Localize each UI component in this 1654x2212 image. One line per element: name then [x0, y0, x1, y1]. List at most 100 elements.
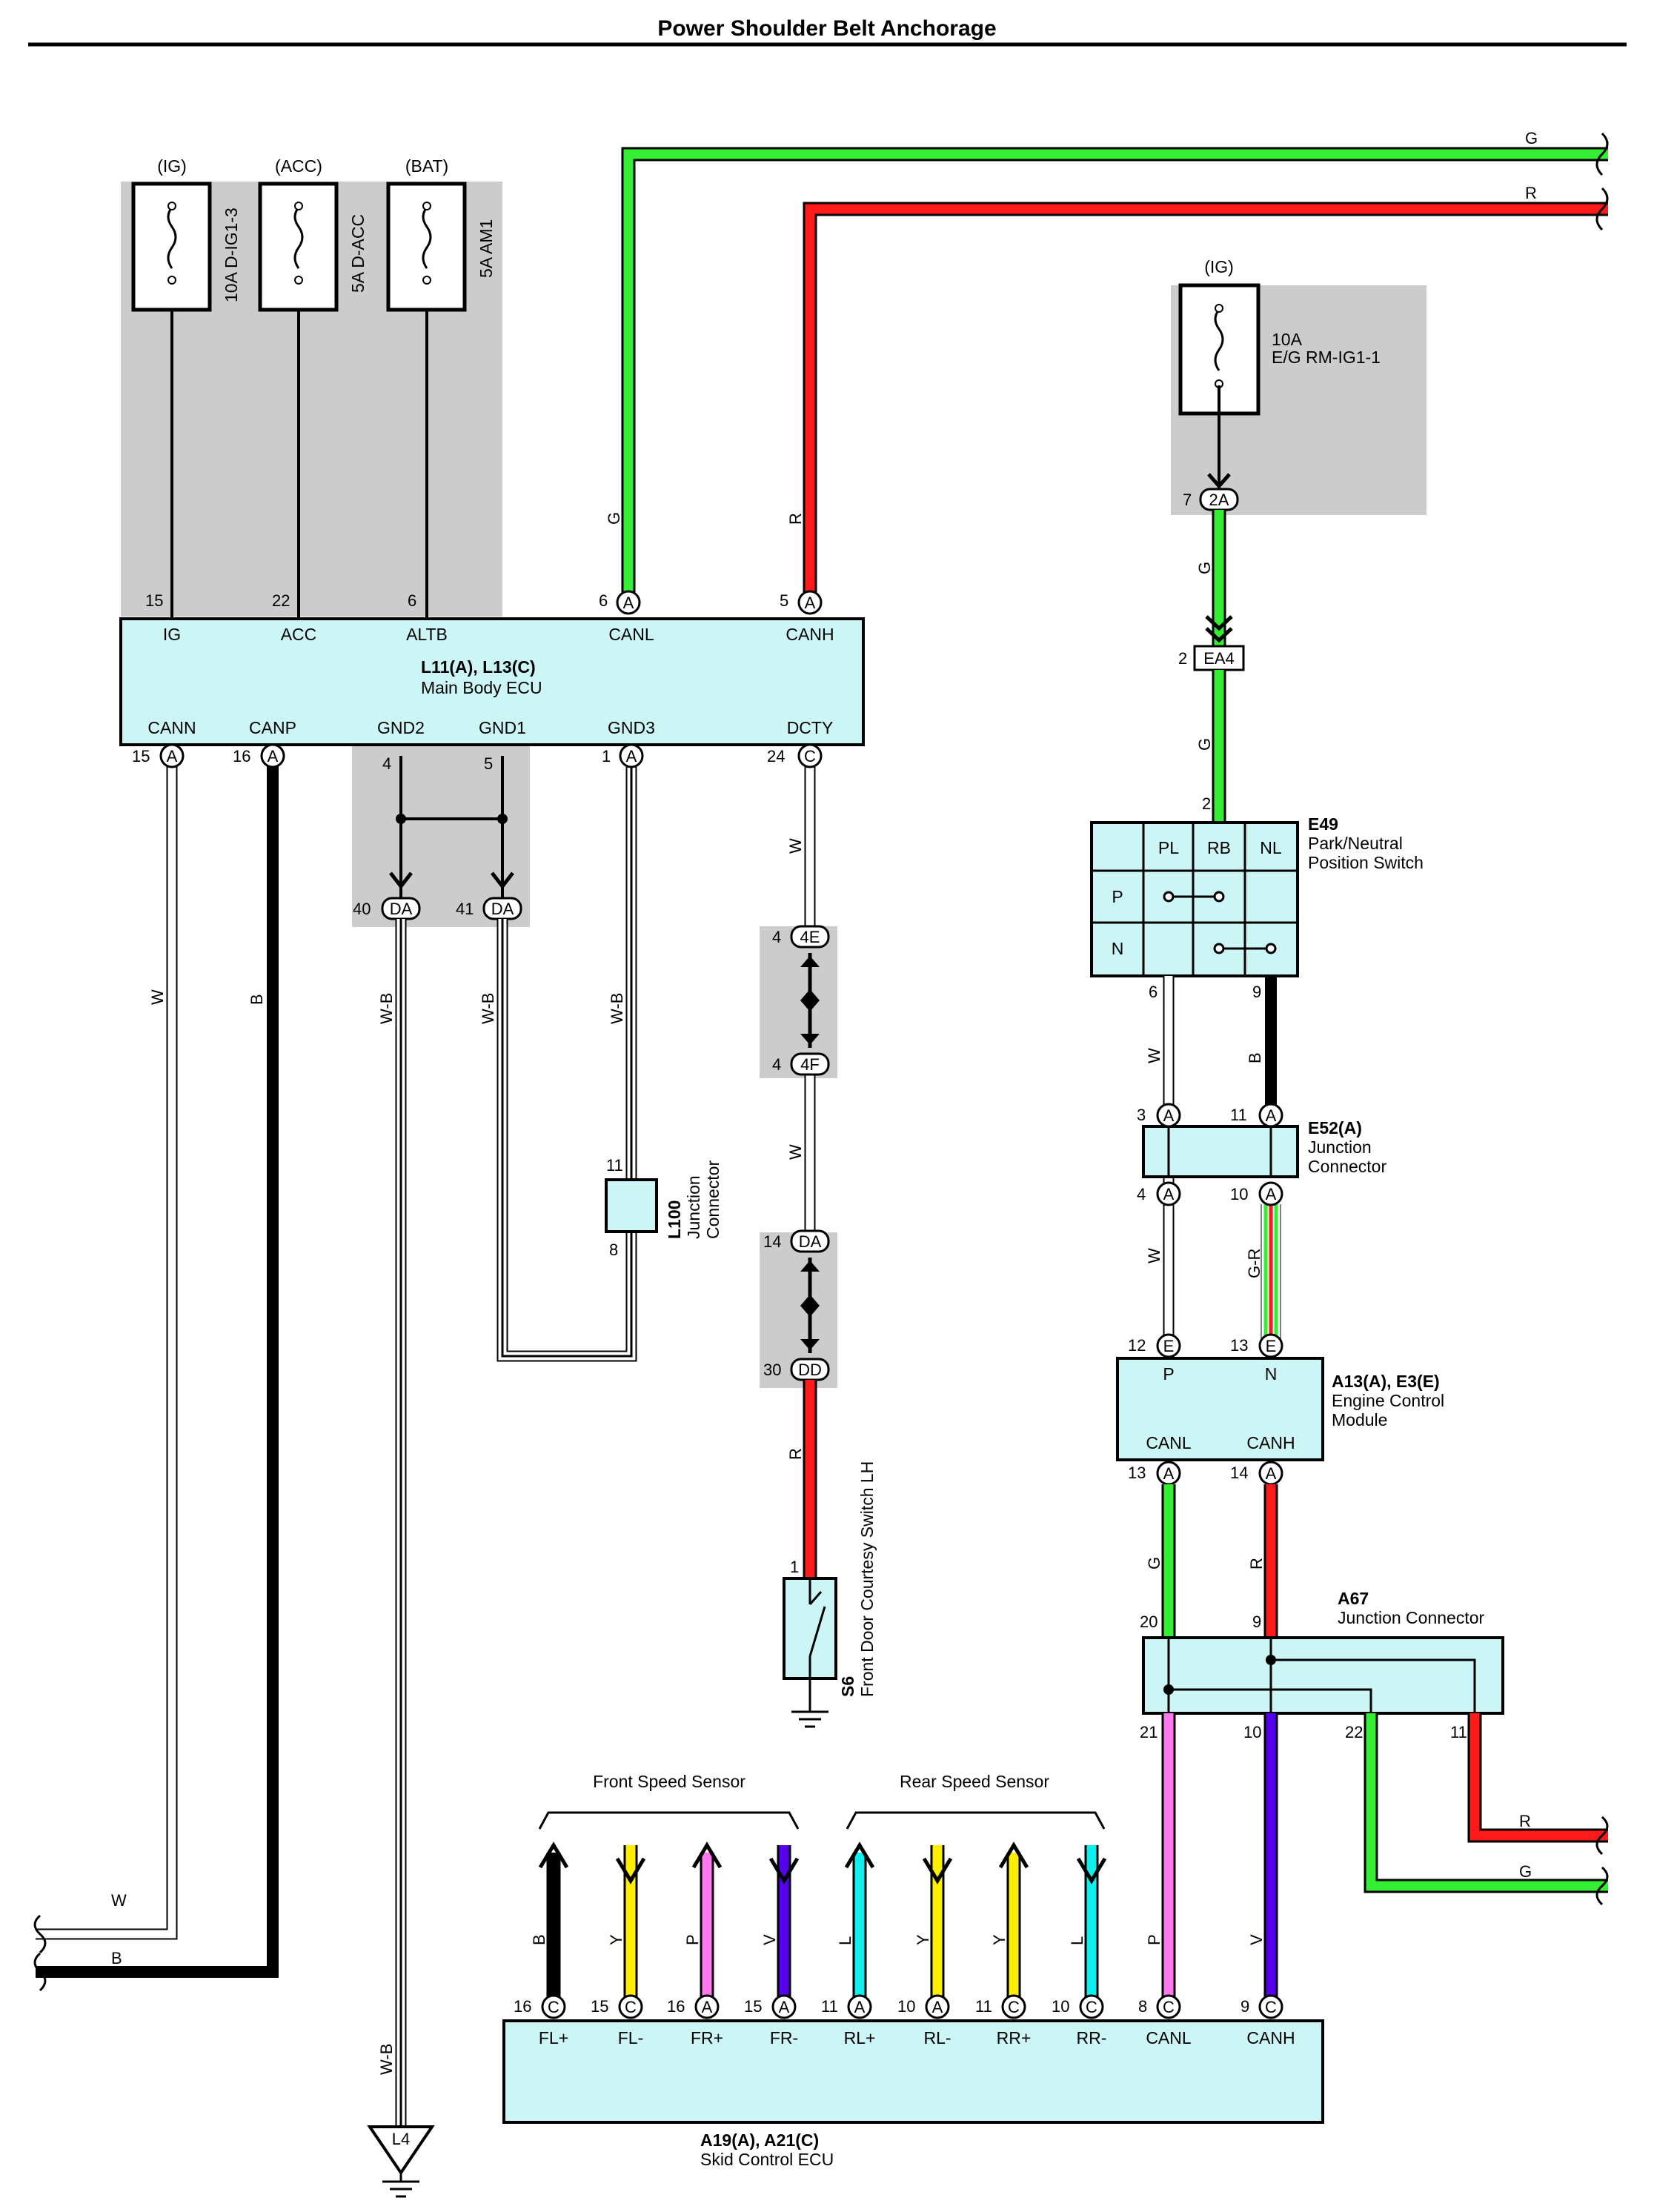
fuse-acc-name: 5A D-ACC — [348, 214, 368, 293]
pin-canp: 16 — [233, 747, 250, 765]
break-mark-g-bottom — [1595, 1866, 1609, 1906]
e52-letter-11: A — [1266, 1106, 1277, 1125]
pin-acc: 22 — [272, 591, 290, 610]
pin-gnd2: 4 — [382, 754, 391, 773]
wire-label-w-e49: W — [1145, 1048, 1163, 1063]
arrow-mid-4e-4f — [800, 989, 820, 1012]
pin-ea4: 2 — [1178, 649, 1187, 668]
wire-label-rl-plus: L — [836, 1936, 854, 1945]
skid-term-fl-plus: FL+ — [539, 2028, 568, 2047]
ecm-term-canh: CANH — [1246, 1433, 1295, 1452]
skid-letter-2: A — [702, 1998, 713, 2016]
e52-pin-10: 10 — [1230, 1185, 1248, 1203]
wire-w-cann — [36, 756, 176, 1939]
arrow-mid-da-dd — [800, 1295, 820, 1317]
pin-4f: 4 — [772, 1055, 781, 1074]
s6-pin: 1 — [790, 1558, 799, 1576]
s6-blade — [808, 1606, 826, 1657]
pin-gnd3: 1 — [602, 747, 611, 765]
arrow-gnd1 — [491, 871, 514, 890]
arrow-ea4-1 — [1205, 615, 1233, 631]
wire-label-fr-plus: P — [683, 1934, 702, 1945]
e52-name-1: Junction — [1308, 1137, 1372, 1157]
e49-pin-w: 6 — [1149, 983, 1158, 1001]
splice-gnd1 — [497, 814, 508, 824]
skid-pin-4: 11 — [821, 1997, 838, 2016]
s6-code: S6 — [838, 1676, 857, 1697]
skid-letter-5: A — [932, 1998, 943, 2016]
fuse-ig: (IG) 10A D-IG1-3 — [131, 156, 241, 312]
main-bottom-pins: 15 A 16 A 1 A 24 C — [132, 743, 823, 768]
conn-letter-dcty: C — [804, 747, 816, 765]
main-term-cann: CANN — [147, 718, 196, 737]
skid-letter-7: C — [1086, 1998, 1097, 2016]
ecm-name-1: Engine Control — [1332, 1391, 1444, 1410]
wire-label-r-s6: R — [786, 1448, 805, 1460]
wire-label-rr-minus: L — [1068, 1936, 1086, 1945]
e52-pin-3: 3 — [1137, 1106, 1146, 1124]
wire-label-w-e52: W — [1145, 1248, 1163, 1263]
wire-w-cann-outline — [36, 756, 178, 1940]
skid-ecu-code: A19(A), A21(C) — [700, 2130, 819, 2150]
pin-ig: 15 — [145, 591, 163, 610]
wire-label-w-dcty-2: W — [786, 1144, 805, 1160]
skid-pin-1: 15 — [591, 1997, 608, 2016]
e52-letter-3: A — [1163, 1106, 1175, 1125]
skid-term-rr-plus: RR+ — [997, 2028, 1032, 2047]
wire-label-wb-ground: W-B — [377, 2044, 396, 2075]
a67-name: Junction Connector — [1338, 1608, 1485, 1627]
wire-wb-loop-stripe — [501, 756, 633, 1358]
wire-g-a67-out-outline — [1364, 1713, 1608, 1893]
conn-letter-canl: A — [623, 594, 634, 612]
fuse-eg-supply: (IG) — [1204, 257, 1234, 276]
a67-splice-1 — [1163, 1684, 1174, 1695]
a67-link-11 — [1271, 1658, 1476, 1713]
a67-pin-11: 11 — [1450, 1723, 1467, 1741]
wire-label-b-canp: B — [248, 994, 266, 1005]
main-ecu-name: Main Body ECU — [421, 678, 542, 697]
a67-pin-20: 20 — [1140, 1612, 1158, 1631]
wire-label-w-left: W — [111, 1891, 127, 1910]
wire-label-rr-plus: Y — [990, 1934, 1009, 1945]
wire-label-fl-minus: Y — [607, 1934, 625, 1945]
pin-canh-main: 5 — [780, 591, 788, 610]
skid-term-fr-minus: FR- — [770, 2028, 798, 2047]
skid-term-rl-plus: RL+ — [844, 2028, 876, 2047]
skid-letter-3: A — [779, 1998, 790, 2016]
ground-l4-symbol — [367, 2125, 435, 2176]
fuse-bat-supply: (BAT) — [405, 156, 448, 176]
skid-ecu-name: Skid Control ECU — [700, 2150, 834, 2169]
fuse-acc-supply: (ACC) — [275, 156, 322, 176]
pin-4e: 4 — [772, 928, 781, 946]
ground-shade — [352, 743, 530, 927]
a67-pin-22: 22 — [1345, 1723, 1363, 1741]
pin-da-14: 14 — [763, 1232, 781, 1251]
skid-letter-6: C — [1008, 1998, 1020, 2016]
ecm-letter-13: E — [1266, 1337, 1277, 1355]
fuse-acc: (ACC) 5A D-ACC — [258, 156, 368, 312]
main-term-dcty: DCTY — [787, 718, 834, 737]
wire-label-fr-minus: V — [760, 1934, 779, 1945]
e49-row-n: N — [1112, 939, 1124, 958]
e52-name-2: Connector — [1308, 1157, 1386, 1176]
ecm-pin-13b: 13 — [1128, 1464, 1146, 1482]
conn-letter-gnd3: A — [626, 747, 637, 765]
fuse-ig-supply: (IG) — [157, 156, 187, 176]
arrow-ea4-2 — [1205, 627, 1233, 643]
splice-gnd2 — [396, 814, 406, 824]
e52-letter-4: A — [1163, 1185, 1175, 1203]
fuse-bat-name: 5A AM1 — [476, 219, 496, 278]
wire-label-wb-2: W-B — [479, 993, 497, 1024]
l100-pin-top: 11 — [606, 1156, 623, 1175]
wire-g-top — [623, 149, 1608, 606]
conn-dd-30-label: DD — [798, 1361, 822, 1379]
main-term-acc: ACC — [281, 625, 317, 644]
fuse-ig-name: 10A D-IG1-3 — [222, 207, 241, 302]
skid-letter-4: A — [854, 1998, 866, 2016]
wire-r-a67-out-outline — [1467, 1713, 1608, 1843]
conn-letter-cann: A — [167, 747, 178, 765]
wire-label-p-canl: P — [1145, 1934, 1163, 1945]
skid-pin-9: 9 — [1240, 1997, 1249, 2016]
fuse-eg-amp: 10A — [1272, 330, 1303, 349]
pin-da-41: 41 — [456, 900, 474, 918]
